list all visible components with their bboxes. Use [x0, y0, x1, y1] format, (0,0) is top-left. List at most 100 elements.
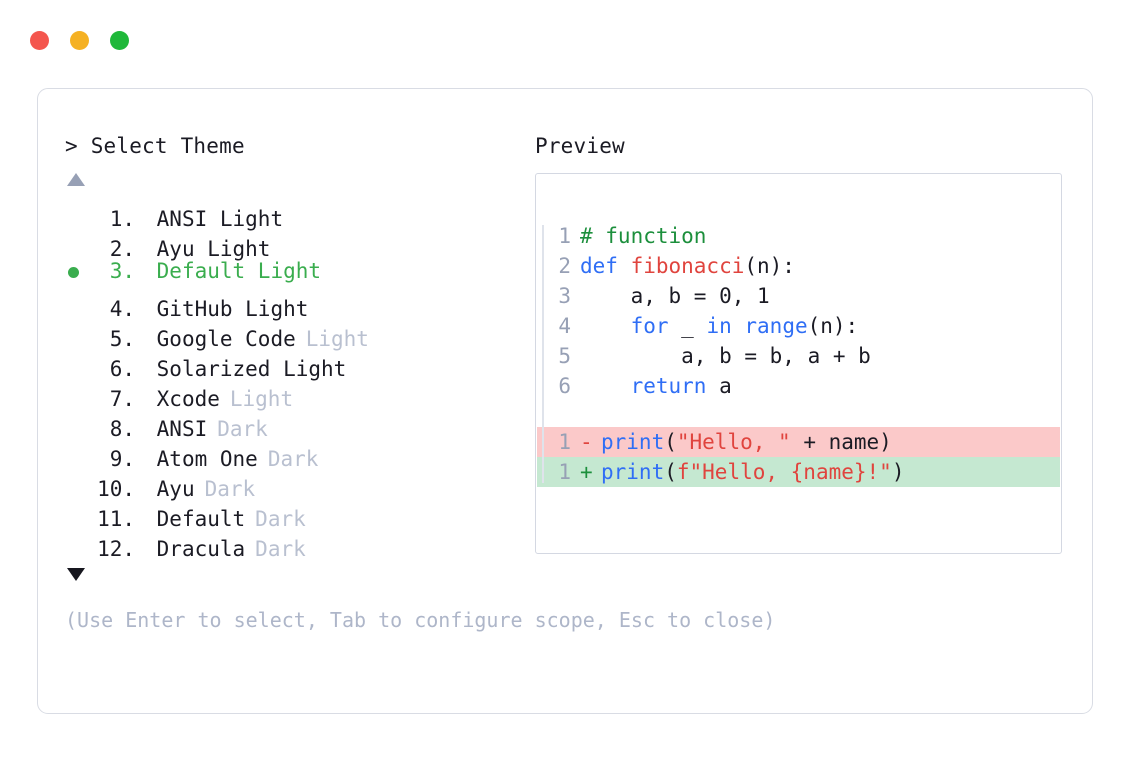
list-item-index: 9.: [109, 447, 135, 471]
close-button[interactable]: [30, 31, 49, 50]
triangle-down-icon[interactable]: [67, 568, 85, 581]
code-token: [580, 374, 631, 398]
list-item-gap: [135, 324, 157, 354]
selection-bullet-slot: [65, 258, 91, 288]
selection-bullet-slot: [65, 526, 91, 556]
code-token: a, b = b, a + b: [580, 344, 871, 368]
diff-sign: -: [580, 430, 593, 454]
selection-bullet-slot: [65, 196, 91, 226]
list-item-label: Ayu Light: [156, 237, 271, 261]
list-item-index: 7.: [109, 387, 135, 411]
list-item-gap: [135, 444, 157, 474]
code-token: (n):: [807, 314, 859, 338]
list-item-index: 3.: [109, 259, 135, 283]
diff-row-added: 1 + print(f"Hello, {name}!"): [537, 457, 1060, 487]
list-item-tag: Dark: [255, 507, 306, 531]
list-item-label: Default Light: [156, 259, 322, 283]
line-number: 1: [558, 460, 571, 484]
list-item-index: 4.: [109, 297, 135, 321]
code-token: (: [664, 460, 677, 484]
code-token: def: [580, 254, 631, 278]
list-item-index: 11.: [97, 507, 135, 531]
code-block: 1 # function 2 def fibonacci(n): 3 a, b …: [537, 221, 1060, 487]
code-token: ): [891, 460, 905, 484]
theme-select-panel: > Select Theme 1. ANSI Light 2. Ayu Ligh…: [65, 133, 525, 581]
list-item-gap: [135, 256, 157, 286]
list-item-gap: [135, 474, 157, 504]
list-item-index: 10.: [97, 477, 135, 501]
code-token: [580, 314, 631, 338]
list-item-tag: Light: [305, 327, 369, 351]
preview-panel: Preview 1 # function 2 def fibonacci(n):…: [535, 133, 1075, 554]
list-item-gap: [135, 384, 157, 414]
list-item-label: Google Code: [156, 327, 296, 351]
selection-bullet-slot: [65, 406, 91, 436]
maximize-button[interactable]: [110, 31, 129, 50]
theme-list: 1. ANSI Light 2. Ayu Light 3.: [65, 196, 525, 561]
list-item[interactable]: 7. Xcode Light: [65, 376, 525, 411]
selection-bullet-slot: [65, 466, 91, 496]
line-number: 5: [558, 344, 571, 368]
list-item-label: Dracula: [156, 537, 246, 561]
window-traffic-lights: [30, 31, 129, 50]
list-item-gap: [135, 294, 157, 324]
line-number: 3: [558, 284, 571, 308]
list-item-label: ANSI: [156, 417, 208, 441]
list-item-gap: [135, 504, 157, 534]
list-item[interactable]: 9. Atom One Dark: [65, 436, 525, 471]
code-token: "Hello, ": [676, 430, 791, 454]
code-token: (: [664, 430, 677, 454]
list-item-tag: Light: [229, 387, 294, 411]
code-preview-box: 1 # function 2 def fibonacci(n): 3 a, b …: [535, 173, 1062, 554]
selection-bullet-slot: [65, 496, 91, 526]
selection-bullet-slot: [65, 316, 91, 346]
code-token: f"Hello, {name}!": [676, 460, 892, 484]
selection-bullet-slot: [65, 346, 91, 376]
line-number: 2: [558, 254, 571, 278]
selected-dot-icon: [68, 267, 79, 278]
code-token: for: [630, 314, 669, 338]
code-token: in: [706, 314, 745, 338]
prompt-marker: >: [65, 134, 78, 158]
list-item-gap: [135, 414, 157, 444]
selection-bullet-slot: [65, 376, 91, 406]
list-item[interactable]: 11. Default Dark: [65, 496, 525, 531]
list-item-gap: [135, 354, 157, 384]
minimize-button[interactable]: [70, 31, 89, 50]
gutter-rule: [542, 225, 544, 483]
list-item[interactable]: 6. Solarized Light: [65, 346, 525, 381]
line-number: 1: [558, 224, 571, 248]
list-item[interactable]: 1. ANSI Light: [65, 196, 525, 231]
list-item-gap: [135, 534, 157, 564]
keyboard-hint: (Use Enter to select, Tab to configure s…: [65, 608, 776, 632]
code-token: return: [630, 374, 707, 398]
line-number: 1: [558, 430, 571, 454]
list-item-tag: Dark: [267, 447, 319, 471]
code-token: + name): [790, 430, 892, 454]
list-item-selected[interactable]: 3. Default Light: [65, 256, 525, 286]
code-row: 5 a, b = b, a + b: [537, 341, 1060, 371]
code-token: a, b = 0, 1: [580, 284, 770, 308]
code-token: range: [744, 314, 808, 338]
theme-picker-card: > Select Theme 1. ANSI Light 2. Ayu Ligh…: [37, 88, 1093, 714]
list-item-index: 8.: [109, 417, 135, 441]
code-token: a: [706, 374, 732, 398]
list-item-tag: Dark: [255, 537, 306, 561]
list-item[interactable]: 4. GitHub Light: [65, 286, 525, 321]
code-token: print: [601, 430, 665, 454]
diff-sign: +: [580, 460, 593, 484]
list-item[interactable]: 8. ANSI Dark: [65, 406, 525, 441]
list-item-label: Ayu: [156, 477, 195, 501]
list-item-tag: Dark: [204, 477, 256, 501]
selection-bullet-slot: [65, 286, 91, 316]
list-item[interactable]: 12. Dracula Dark: [65, 526, 525, 561]
list-item[interactable]: 10. Ayu Dark: [65, 466, 525, 501]
list-item-tag: Dark: [217, 417, 268, 441]
list-item[interactable]: 2. Ayu Light: [65, 226, 525, 261]
list-item-index: 5.: [109, 327, 135, 351]
list-item-label: ANSI Light: [156, 207, 284, 231]
diff-row-removed: 1 - print("Hello, " + name): [537, 427, 1060, 457]
triangle-up-icon[interactable]: [67, 173, 85, 186]
list-item[interactable]: 5. Google Code Light: [65, 316, 525, 351]
line-number: 4: [558, 314, 571, 338]
